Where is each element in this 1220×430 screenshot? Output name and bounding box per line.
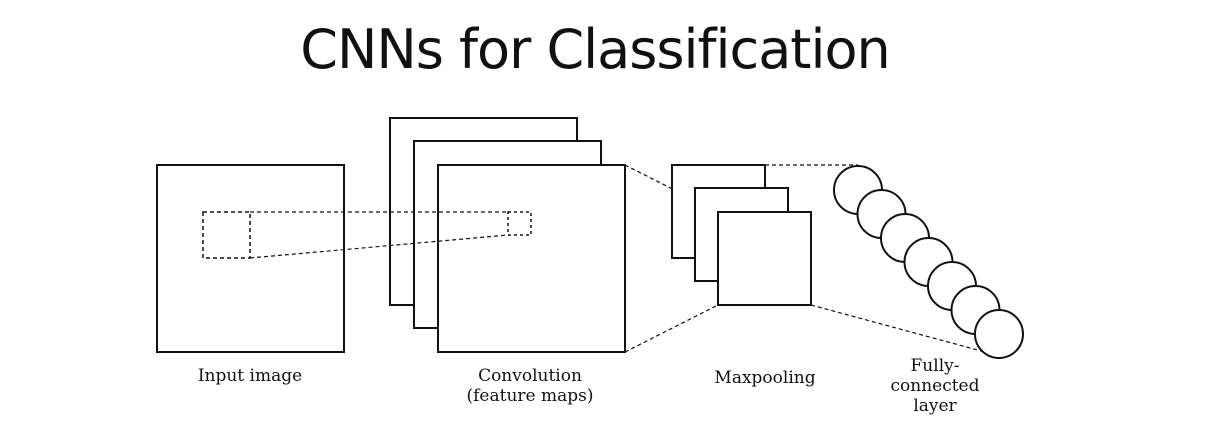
- maxpooling-label: Maxpooling: [714, 368, 816, 388]
- pool-connector-bottom: [624, 304, 719, 353]
- convolution-label-line1: Convolution: [478, 366, 582, 386]
- fc-label-line3: layer: [913, 396, 957, 416]
- fc-node: [974, 309, 1024, 359]
- pool-map-1: [717, 211, 812, 306]
- feature-map-1: [437, 164, 626, 353]
- fc-label-line1: Fully-: [910, 356, 960, 376]
- input-image-label: Input image: [197, 366, 303, 386]
- page-title: CNNs for Classification: [300, 18, 891, 81]
- feature-cell-box: [507, 211, 532, 236]
- fc-connector-bottom: [810, 304, 986, 353]
- fc-node-group: [833, 165, 1024, 359]
- convolution-label: Convolution (feature maps): [450, 366, 610, 406]
- conv-connector-bottom: [249, 234, 509, 259]
- receptive-field-box: [202, 211, 251, 259]
- fc-label-line2: connected: [890, 376, 980, 396]
- convolution-label-line2: (feature maps): [466, 386, 594, 406]
- fc-label: Fully- connected layer: [875, 356, 995, 416]
